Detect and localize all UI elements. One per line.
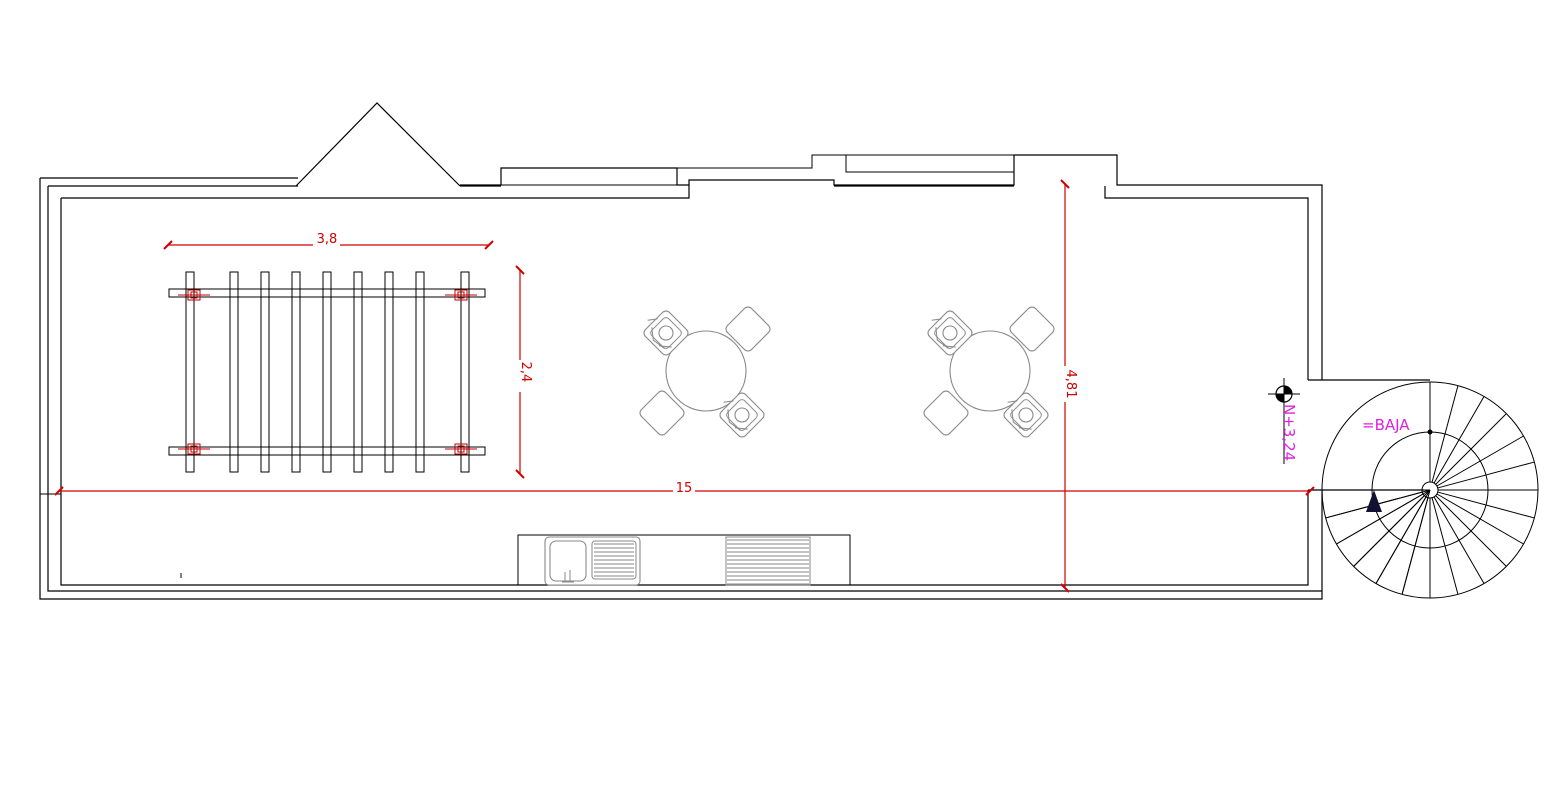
stair-tread	[1336, 489, 1431, 545]
pergola-rafter	[415, 271, 425, 473]
stair-tread	[1436, 435, 1524, 487]
stair-tread	[1437, 461, 1535, 489]
chair	[725, 306, 771, 352]
stair-tread	[1401, 489, 1431, 595]
svg-text:15: 15	[676, 481, 693, 496]
chair	[1009, 306, 1055, 352]
chair	[639, 390, 685, 436]
stair-tread	[1353, 489, 1431, 567]
stair-tread	[1431, 497, 1459, 595]
pergola-rafter	[260, 271, 270, 473]
stair-tread	[1375, 489, 1431, 584]
pergola-rafter	[229, 271, 239, 473]
level-mark-label: N+3,24	[1280, 404, 1298, 461]
pergola-rafter	[291, 271, 301, 473]
stair-tread	[1437, 491, 1535, 519]
kitchen-counter	[517, 534, 851, 586]
stair-tread	[1436, 493, 1524, 545]
level-marker-icon	[1268, 378, 1300, 464]
spiral-staircase	[1321, 381, 1539, 599]
pergola-rafter	[185, 271, 195, 473]
pergola-rafter	[384, 271, 394, 473]
dimension-pergola-width: 3,8	[163, 232, 494, 250]
chair	[923, 390, 969, 436]
stair-tread	[1431, 385, 1459, 483]
sink-drainer	[591, 540, 637, 580]
pergola-rafters	[185, 271, 470, 473]
table-set-1	[639, 306, 771, 438]
table-set-2	[923, 306, 1055, 438]
stair-tread	[1435, 413, 1507, 485]
svg-text:3,8: 3,8	[317, 232, 338, 247]
dimension-pergola-depth: 2,4	[515, 265, 533, 479]
stair-direction-arrow-icon	[1366, 490, 1382, 512]
seated-person-icon	[927, 310, 973, 356]
stair-tread	[1435, 495, 1507, 567]
pergola-rafter	[322, 271, 332, 473]
pergola-rafter	[353, 271, 363, 473]
seated-person-icon	[1003, 392, 1049, 438]
cooktop	[725, 536, 811, 586]
pergola-beam-top	[168, 288, 486, 298]
dimension-total-length: 15	[54, 481, 1315, 496]
svg-text:2,4: 2,4	[518, 362, 533, 383]
pergola	[168, 271, 486, 473]
round-table	[949, 330, 1031, 412]
round-table	[665, 330, 747, 412]
pergola-beam-bottom	[168, 446, 486, 456]
pergola-rafter	[460, 271, 470, 473]
pergola-posts	[178, 289, 477, 455]
svg-text:4,81: 4,81	[1063, 370, 1078, 399]
stair-direction-label: =BAJA	[1362, 416, 1410, 434]
stair-tread	[1433, 396, 1485, 484]
stair-tread	[1433, 496, 1485, 584]
seated-person-icon	[643, 310, 689, 356]
dimension-room-depth: 4,81	[1060, 179, 1078, 593]
seated-person-icon	[719, 392, 765, 438]
